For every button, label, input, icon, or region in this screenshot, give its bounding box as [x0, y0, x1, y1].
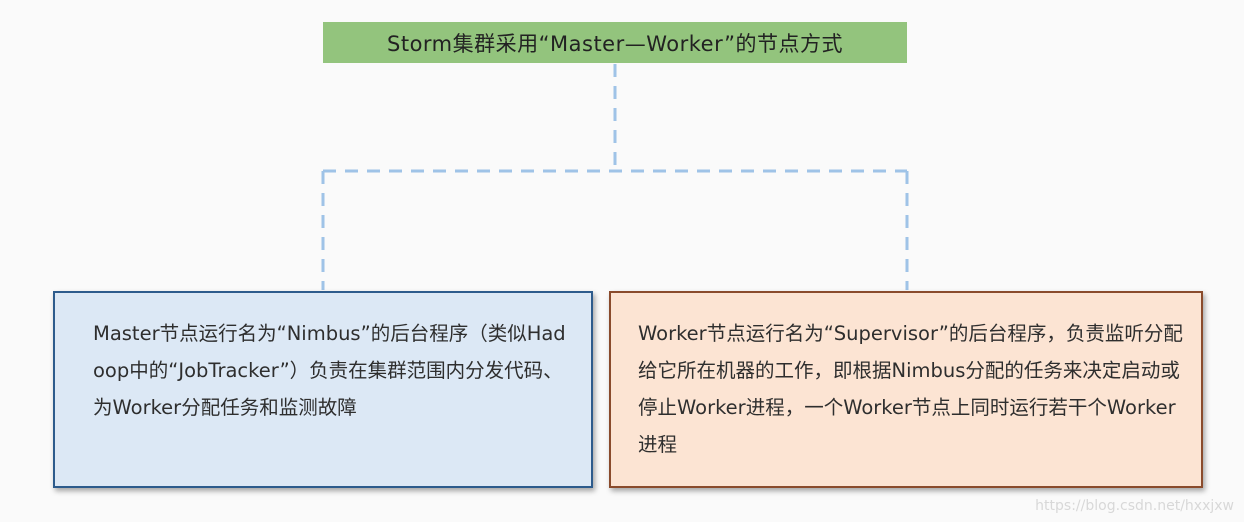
watermark: https://blog.csdn.net/hxxjxw	[1035, 498, 1234, 514]
worker-node-box: Worker节点运行名为“Supervisor”的后台程序，负责监听分配给它所在…	[609, 291, 1203, 488]
master-node-box: Master节点运行名为“Nimbus”的后台程序（类似Hadoop中的“Job…	[53, 291, 593, 488]
worker-node-description: Worker节点运行名为“Supervisor”的后台程序，负责监听分配给它所在…	[638, 322, 1183, 456]
master-node-description: Master节点运行名为“Nimbus”的后台程序（类似Hadoop中的“Job…	[93, 322, 566, 419]
title-box: Storm集群采用“Master—Worker”的节点方式	[323, 22, 907, 63]
diagram-title: Storm集群采用“Master—Worker”的节点方式	[387, 31, 843, 56]
